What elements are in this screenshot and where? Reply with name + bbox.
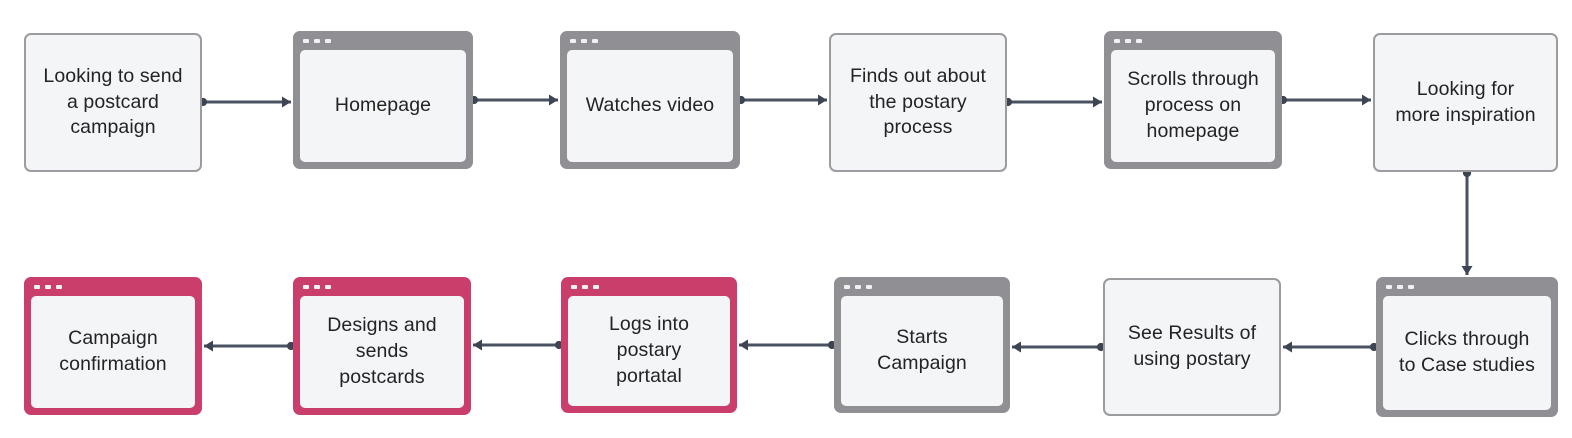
window-control-dot-icon [45,284,51,289]
node-screen: Watches video [567,50,733,162]
browser-window-icon [834,277,1010,296]
edge-arrowhead-icon [1461,266,1473,275]
window-control-dot-icon [303,284,309,289]
node-campaign-confirmation[interactable]: Campaign confirmation [24,277,202,415]
node-screen: Designs and sends postcards [300,296,464,408]
edge-finds-out-process-to-scrolls-homepage [1003,96,1102,108]
edge-starts-campaign-to-logs-into-portal [739,339,837,351]
edge-looking-to-send-to-homepage [198,96,291,108]
edge-arrowhead-icon [1362,94,1371,106]
browser-window-icon [1376,277,1558,296]
node-label: See Results of using postary [1127,322,1257,370]
window-control-dot-icon [34,284,40,289]
edge-arrowhead-icon [282,96,291,108]
browser-window-icon [1104,31,1282,50]
node-label: Starts Campaign [877,326,967,374]
browser-window-icon [561,277,737,296]
window-control-dot-icon [866,284,872,289]
edge-arrowhead-icon [818,94,827,106]
window-control-dot-icon [303,38,309,43]
node-label: Homepage [334,94,432,117]
node-screen: Clicks through to Case studies [1383,296,1551,410]
node-looking-inspiration[interactable]: Looking for more inspiration [1373,33,1558,172]
edge-arrowhead-icon [1283,341,1292,353]
node-label: Logs into postary portatal [608,313,690,387]
browser-window-icon [293,277,471,296]
edge-clicks-case-studies-to-see-results [1283,341,1379,353]
browser-window-icon [560,31,740,50]
edge-looking-inspiration-to-clicks-case-studies [1461,168,1473,275]
node-label: Clicks through to Case studies [1399,328,1535,376]
node-screen: Homepage [300,50,466,162]
window-control-dot-icon [56,284,62,289]
edge-scrolls-homepage-to-looking-inspiration [1278,94,1371,106]
node-see-results[interactable]: See Results of using postary [1103,278,1281,416]
node-screen: Campaign confirmation [31,296,195,408]
node-screen: Scrolls through process on homepage [1111,50,1275,162]
window-control-dot-icon [314,284,320,289]
window-control-dot-icon [325,284,331,289]
edge-arrowhead-icon [204,340,213,352]
node-starts-campaign[interactable]: Starts Campaign [834,277,1010,413]
window-control-dot-icon [1125,38,1131,43]
window-control-dot-icon [1397,284,1403,289]
window-control-dot-icon [571,284,577,289]
edge-watches-video-to-finds-out-process [736,94,827,106]
edge-arrowhead-icon [549,94,558,106]
window-control-dot-icon [855,284,861,289]
node-homepage[interactable]: Homepage [293,31,473,169]
node-designs-sends[interactable]: Designs and sends postcards [293,277,471,415]
window-control-dot-icon [593,284,599,289]
node-label: Finds out about the postary process [850,64,986,139]
node-label: Looking to send a postcard campaign [43,64,183,139]
window-control-dot-icon [570,38,576,43]
window-control-dot-icon [1386,284,1392,289]
node-scrolls-homepage[interactable]: Scrolls through process on homepage [1104,31,1282,169]
window-control-dot-icon [581,38,587,43]
node-label: Looking for more inspiration [1395,77,1536,126]
window-control-dot-icon [314,38,320,43]
edge-arrowhead-icon [739,339,748,351]
edge-arrowhead-icon [1093,96,1102,108]
browser-window-icon [24,277,202,296]
browser-window-icon [293,31,473,50]
edge-arrowhead-icon [1012,341,1021,353]
window-control-dot-icon [325,38,331,43]
node-label: Watches video [585,94,715,117]
edge-see-results-to-starts-campaign [1012,341,1106,353]
node-looking-to-send[interactable]: Looking to send a postcard campaign [24,33,202,172]
window-control-dot-icon [844,284,850,289]
node-finds-out-process[interactable]: Finds out about the postary process [829,33,1007,172]
edge-logs-into-portal-to-designs-sends [473,339,564,351]
node-watches-video[interactable]: Watches video [560,31,740,169]
window-control-dot-icon [1114,38,1120,43]
window-control-dot-icon [582,284,588,289]
edge-homepage-to-watches-video [469,94,558,106]
edge-arrowhead-icon [473,339,482,351]
window-control-dot-icon [1136,38,1142,43]
edge-designs-sends-to-campaign-confirmation [204,340,296,352]
node-screen: Logs into postary portatal [568,296,730,406]
node-clicks-case-studies[interactable]: Clicks through to Case studies [1376,277,1558,417]
node-label: Campaign confirmation [59,327,167,375]
node-screen: Starts Campaign [841,296,1003,406]
window-control-dot-icon [1408,284,1414,289]
node-logs-into-portal[interactable]: Logs into postary portatal [561,277,737,413]
window-control-dot-icon [592,38,598,43]
node-label: Scrolls through process on homepage [1127,68,1259,142]
node-label: Designs and sends postcards [327,314,437,388]
